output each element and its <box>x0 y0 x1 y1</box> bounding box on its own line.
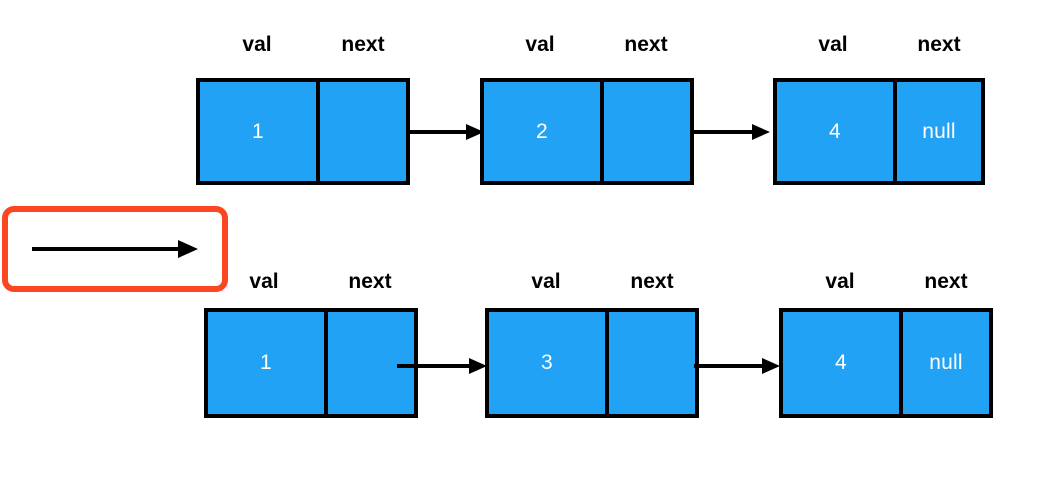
row2-node2-val-cell: 3 <box>485 308 607 418</box>
row2-node-2[interactable]: 3 <box>485 308 699 418</box>
row2-node1-next-cell <box>326 308 418 418</box>
row2-node2-next-label: next <box>630 270 674 293</box>
row2-node3-next-cell: null <box>901 308 993 418</box>
row1-node3-val-cell: 4 <box>773 78 895 185</box>
row1-node2-next-cell <box>602 78 694 185</box>
row2-node3-val-label: val <box>825 270 855 293</box>
row2-node-3[interactable]: 4 null <box>779 308 993 418</box>
row1-node2-next-label: next <box>624 33 668 56</box>
row2-node2-next-cell <box>607 308 699 418</box>
row2-arrow-3-to-4 <box>694 356 780 376</box>
row1-node1-val-cell: 1 <box>196 78 318 185</box>
highlight-callout-box[interactable] <box>2 206 228 292</box>
row1-node-2[interactable]: 2 <box>480 78 694 185</box>
row1-node-3[interactable]: 4 null <box>773 78 985 185</box>
row2-node2-val-label: val <box>531 270 561 293</box>
row2-node1-val-label: val <box>249 270 279 293</box>
right-arrow-icon <box>32 238 198 260</box>
row2-node3-next-label: next <box>924 270 968 293</box>
row2-node-1[interactable]: 1 <box>204 308 418 418</box>
row1-node1-next-label: next <box>341 33 385 56</box>
row1-node2-val-label: val <box>525 33 555 56</box>
row1-node3-next-label: next <box>917 33 961 56</box>
row1-arrow-2-to-4 <box>690 122 770 142</box>
row1-node-1[interactable]: 1 <box>196 78 410 185</box>
row1-arrow-1-to-2 <box>406 122 484 142</box>
row1-node2-val-cell: 2 <box>480 78 602 185</box>
row1-node1-val-label: val <box>242 33 272 56</box>
row1-node1-next-cell <box>318 78 410 185</box>
row2-node3-val-cell: 4 <box>779 308 901 418</box>
row2-arrow-1-to-3 <box>397 356 487 376</box>
row2-node1-val-cell: 1 <box>204 308 326 418</box>
row1-node3-val-label: val <box>818 33 848 56</box>
row1-node3-next-cell: null <box>895 78 985 185</box>
row2-node1-next-label: next <box>348 270 392 293</box>
